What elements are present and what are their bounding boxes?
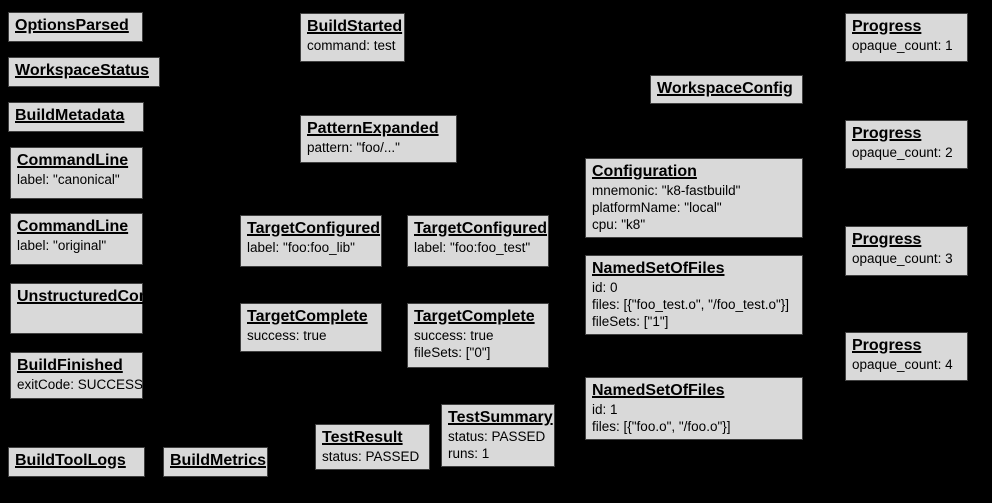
event-box-progress-4: Progress opaque_count: 4 <box>845 332 968 381</box>
event-box-build-started: BuildStarted command: test <box>300 13 405 62</box>
event-box-progress-3: Progress opaque_count: 3 <box>845 226 968 276</box>
event-box-build-finished: BuildFinished exitCode: SUCCESS <box>10 352 143 399</box>
event-field: fileSets: ["1"] <box>592 314 669 329</box>
event-title: Configuration <box>592 163 697 180</box>
event-box-named-set-of-files-1: NamedSetOfFiles id: 1 files: [{"foo.o", … <box>585 377 803 440</box>
event-field: opaque_count: 2 <box>852 145 953 160</box>
event-box-configuration: Configuration mnemonic: "k8-fastbuild" p… <box>585 158 803 238</box>
event-box-build-tool-logs: BuildToolLogs <box>8 447 145 477</box>
event-field: pattern: "foo/..." <box>307 140 400 155</box>
event-title: TargetComplete <box>414 308 535 325</box>
event-box-named-set-of-files-0: NamedSetOfFiles id: 0 files: [{"foo_test… <box>585 255 803 335</box>
event-field: opaque_count: 3 <box>852 251 953 266</box>
event-title: BuildStarted <box>307 18 403 35</box>
event-box-options-parsed: OptionsParsed <box>8 12 143 42</box>
event-field: platformName: "local" <box>592 200 722 215</box>
event-box-workspace-config: WorkspaceConfig <box>650 75 803 104</box>
event-field: cpu: "k8" <box>592 217 646 232</box>
event-field: opaque_count: 4 <box>852 357 953 372</box>
event-title: TargetComplete <box>247 308 368 325</box>
event-field: id: 0 <box>592 280 618 295</box>
event-title: CommandLine <box>17 152 129 169</box>
event-box-progress-1: Progress opaque_count: 1 <box>845 13 968 62</box>
event-box-test-result: TestResult status: PASSED <box>315 424 430 470</box>
event-box-test-summary: TestSummary status: PASSED runs: 1 <box>441 404 555 467</box>
event-box-target-complete-foo-test: TargetComplete success: true fileSets: [… <box>407 303 549 368</box>
event-field: files: [{"foo.o", "/foo.o"}] <box>592 419 731 434</box>
event-title: TestSummary <box>448 409 553 426</box>
event-title: NamedSetOfFiles <box>592 382 725 399</box>
event-field: opaque_count: 1 <box>852 38 953 53</box>
event-box-unstructured-command-line: UnstructuredCommandLine <box>10 283 229 334</box>
event-box-target-complete-foo-lib: TargetComplete success: true <box>240 303 382 352</box>
event-box-build-metadata: BuildMetadata <box>8 102 144 132</box>
event-box-progress-2: Progress opaque_count: 2 <box>845 120 968 169</box>
event-title: WorkspaceConfig <box>657 80 793 97</box>
event-title: CommandLine <box>17 218 129 235</box>
event-title: BuildToolLogs <box>15 452 126 469</box>
event-field: mnemonic: "k8-fastbuild" <box>592 183 741 198</box>
event-box-pattern-expanded: PatternExpanded pattern: "foo/..." <box>300 115 457 163</box>
event-box-command-line-canonical: CommandLine label: "canonical" <box>10 147 143 199</box>
event-field: status: PASSED <box>322 449 420 464</box>
event-field: success: true <box>414 328 494 343</box>
event-box-build-metrics: BuildMetrics <box>163 447 268 477</box>
event-title: UnstructuredCommandLine <box>17 288 229 305</box>
event-field: label: "foo:foo_test" <box>414 240 531 255</box>
event-title: Progress <box>852 231 922 248</box>
event-box-target-configured-foo-lib: TargetConfigured label: "foo:foo_lib" <box>240 215 382 267</box>
event-field: exitCode: SUCCESS <box>17 377 144 392</box>
event-box-command-line-original: CommandLine label: "original" <box>10 213 143 265</box>
event-title: BuildFinished <box>17 357 123 374</box>
event-field: id: 1 <box>592 402 618 417</box>
event-field: label: "foo:foo_lib" <box>247 240 355 255</box>
event-title: BuildMetrics <box>170 452 267 469</box>
event-title: TargetConfigured <box>247 220 381 237</box>
event-field: files: [{"foo_test.o", "/foo_test.o"}] <box>592 297 790 312</box>
event-title: TargetConfigured <box>414 220 548 237</box>
event-field: label: "original" <box>17 238 107 253</box>
event-field: success: true <box>247 328 327 343</box>
event-field: runs: 1 <box>448 446 490 461</box>
event-field: fileSets: ["0"] <box>414 345 491 360</box>
event-field: command: test <box>307 38 396 53</box>
event-box-target-configured-foo-test: TargetConfigured label: "foo:foo_test" <box>407 215 549 267</box>
event-title: Progress <box>852 337 922 354</box>
event-title: OptionsParsed <box>15 17 129 34</box>
event-box-workspace-status: WorkspaceStatus <box>8 57 160 87</box>
event-field: status: PASSED <box>448 429 546 444</box>
event-title: Progress <box>852 125 922 142</box>
event-title: BuildMetadata <box>15 107 125 124</box>
event-title: PatternExpanded <box>307 120 439 137</box>
event-title: WorkspaceStatus <box>15 62 149 79</box>
event-title: Progress <box>852 18 922 35</box>
event-title: TestResult <box>322 429 403 446</box>
event-field: label: "canonical" <box>17 172 120 187</box>
event-title: NamedSetOfFiles <box>592 260 725 277</box>
